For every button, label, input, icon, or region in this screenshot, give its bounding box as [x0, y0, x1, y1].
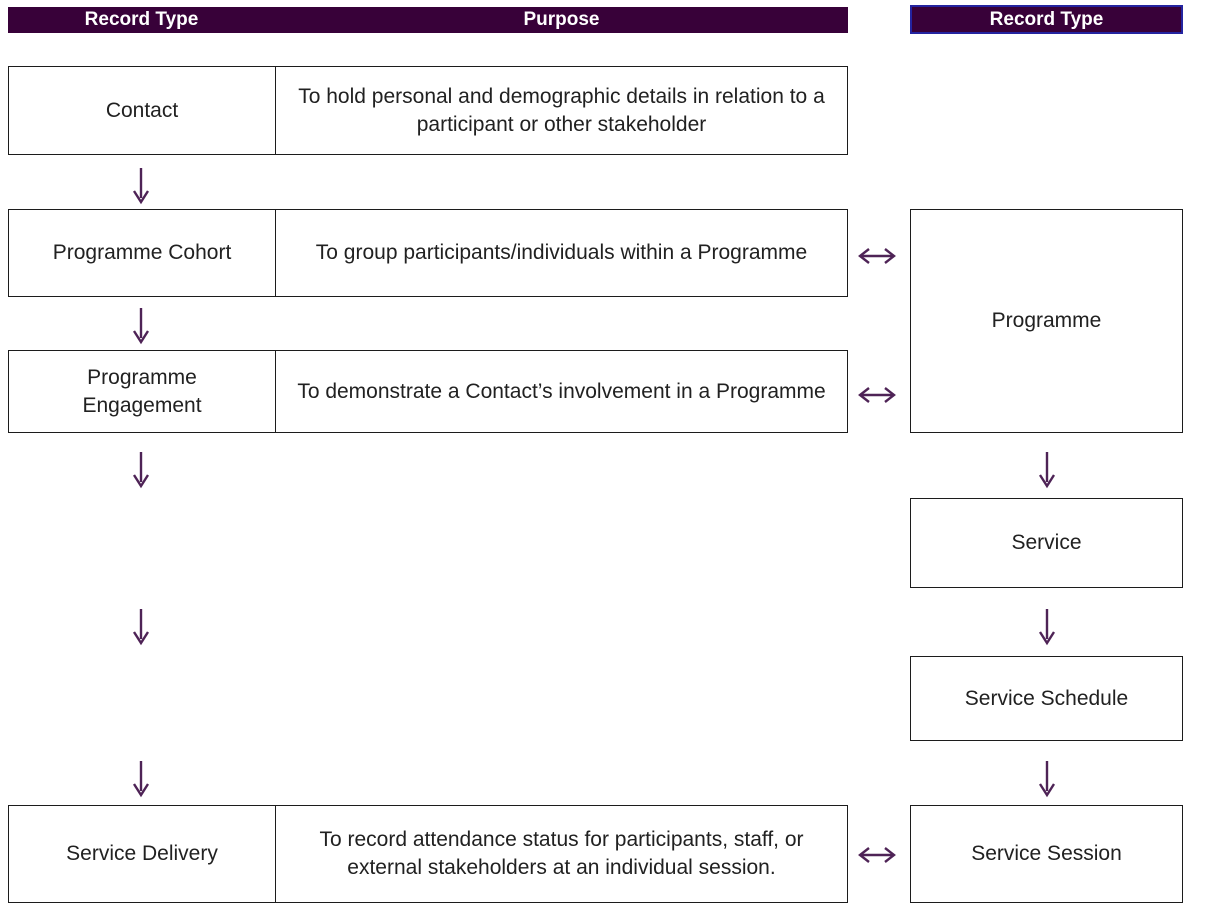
down-arrow-icon	[1038, 607, 1056, 647]
left-right-arrow-icon	[856, 383, 898, 407]
down-arrow-icon	[1038, 759, 1056, 799]
purpose-cell: To hold personal and demographic details…	[276, 67, 847, 154]
down-arrow-icon	[132, 306, 150, 346]
record-type-cell: Programme Cohort	[9, 210, 276, 296]
purpose-text: To group participants/individuals within…	[315, 241, 808, 265]
row-service-delivery: Service Delivery To record attendance st…	[8, 805, 848, 903]
box-service-session: Service Session	[910, 805, 1183, 903]
box-service: Service	[910, 498, 1183, 588]
record-type-cell: Service Delivery	[9, 806, 276, 902]
down-arrow-icon	[132, 607, 150, 647]
row-programme-engagement: Programme Engagement To demonstrate a Co…	[8, 350, 848, 433]
header-bar-right: Record Type	[910, 5, 1183, 34]
down-arrow-icon	[132, 166, 150, 206]
down-arrow-icon	[132, 450, 150, 490]
row-contact: Contact To hold personal and demographic…	[8, 66, 848, 155]
purpose-text: To record attendance status for particip…	[319, 828, 804, 879]
header-record-type-left: Record Type	[84, 9, 199, 30]
box-service-schedule: Service Schedule	[910, 656, 1183, 741]
header-record-type-right: Record Type	[989, 8, 1104, 30]
left-right-arrow-icon	[856, 843, 898, 867]
down-arrow-icon	[1038, 450, 1056, 490]
row-programme-cohort: Programme Cohort To group participants/i…	[8, 209, 848, 297]
purpose-text: To demonstrate a Contact’s involvement i…	[297, 379, 826, 403]
box-programme: Programme	[910, 209, 1183, 433]
purpose-cell: To group participants/individuals within…	[276, 210, 847, 296]
purpose-cell: To record attendance status for particip…	[276, 806, 847, 902]
record-type-cell: Programme Engagement	[9, 351, 276, 432]
purpose-text: To hold personal and demographic details…	[298, 84, 825, 136]
header-purpose: Purpose	[523, 9, 600, 30]
left-right-arrow-icon	[856, 244, 898, 268]
down-arrow-icon	[132, 759, 150, 799]
record-type-cell: Contact	[9, 67, 276, 154]
purpose-cell: To demonstrate a Contact’s involvement i…	[276, 351, 847, 432]
header-bar-left: Record Type Purpose	[8, 7, 848, 33]
